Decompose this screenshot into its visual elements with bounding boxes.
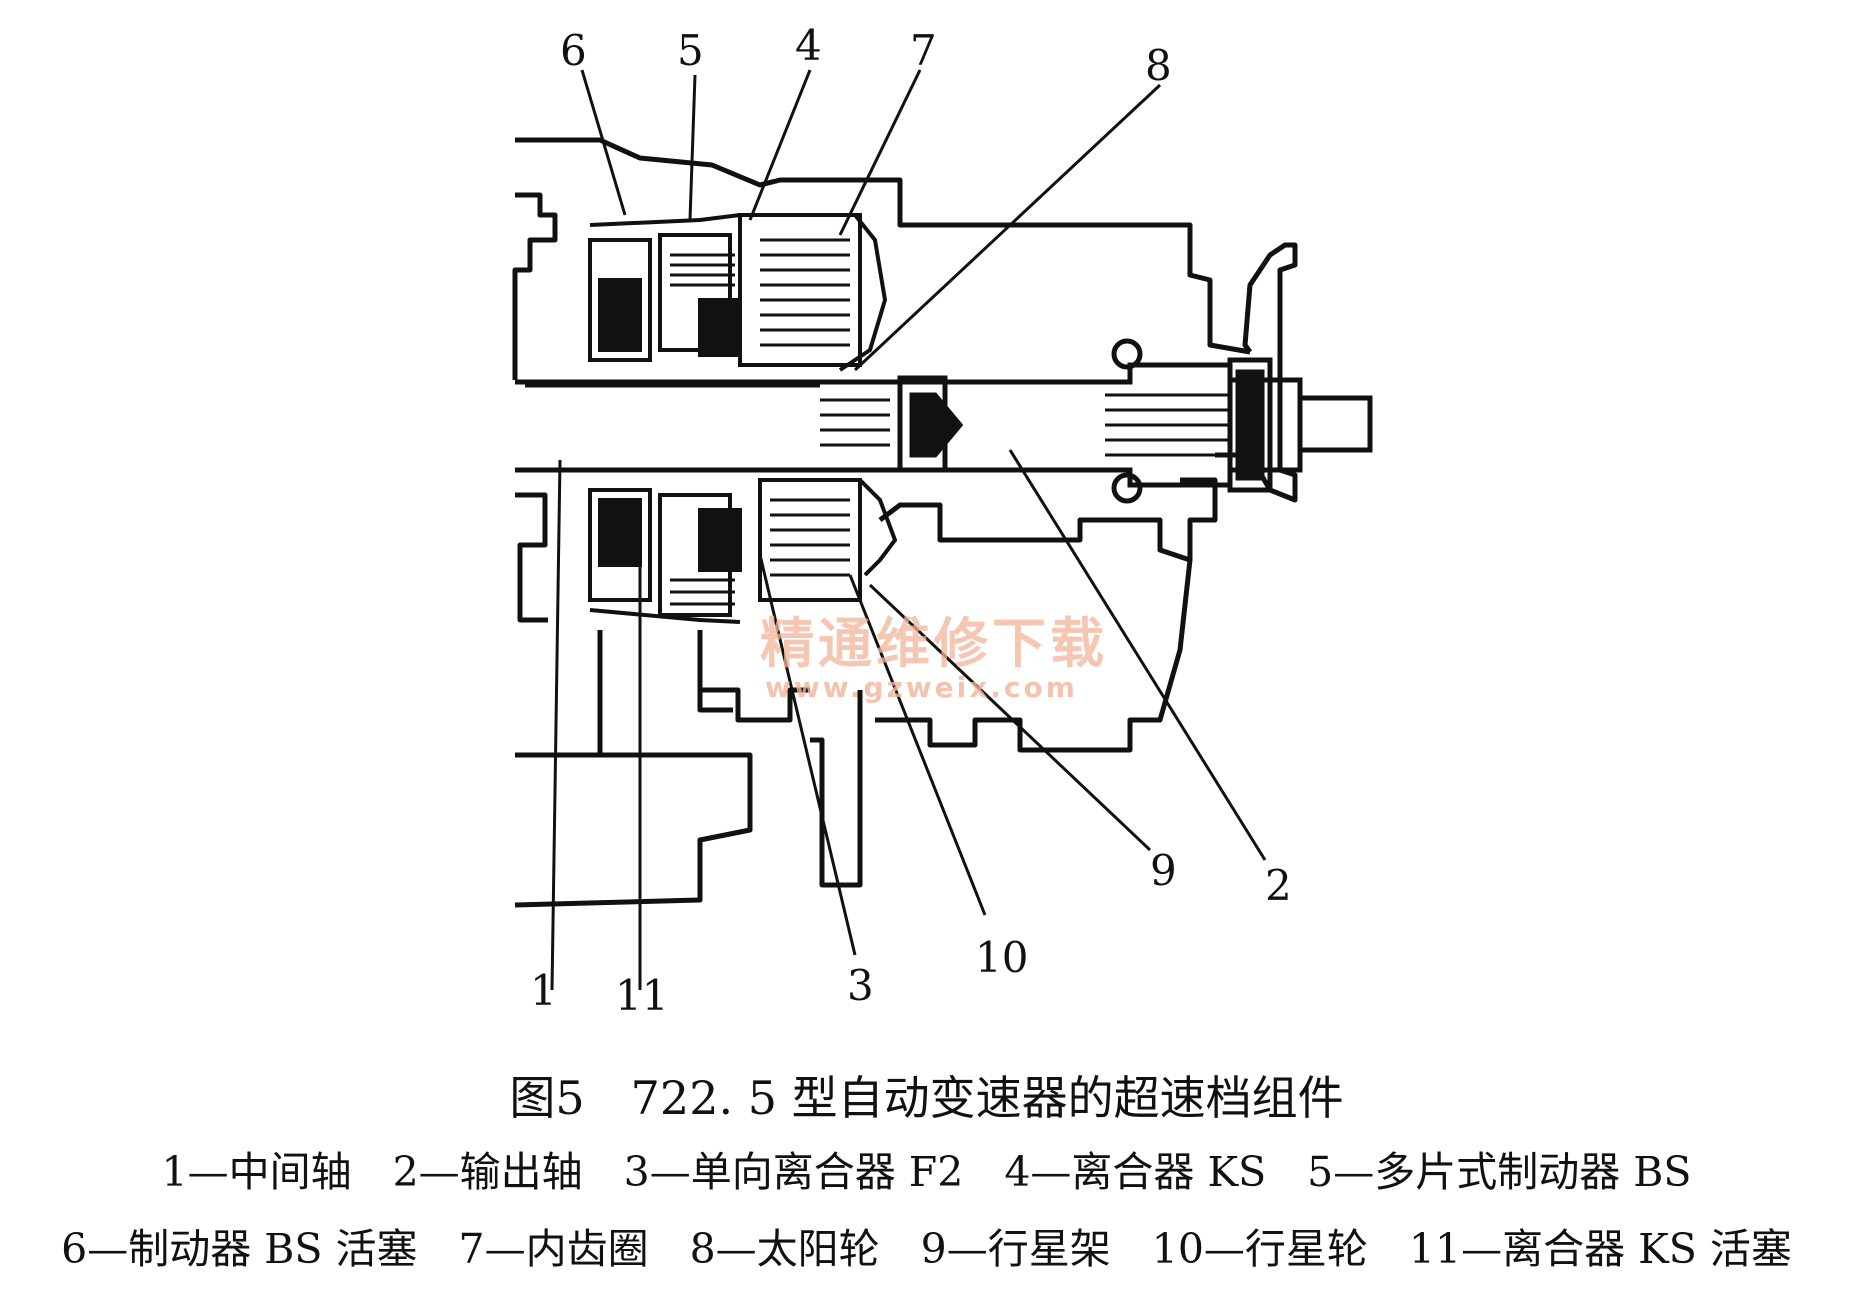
figure-legend-line-2: 6—制动器 BS 活塞 7—内齿圈 8—太阳轮 9—行星架 10—行星轮 11—… [61, 1225, 1792, 1273]
callout-11: 11 [615, 971, 668, 1020]
figure-caption-title: 图5 722. 5 型自动变速器的超速档组件 [509, 1071, 1344, 1125]
shaft [515, 338, 1373, 504]
callout-9: 9 [1150, 846, 1177, 895]
watermark: 精通维修下载 www.gzweix.com [760, 612, 1108, 704]
callout-1: 1 [530, 966, 557, 1015]
callout-6: 6 [560, 26, 587, 75]
callout-2: 2 [1265, 861, 1292, 910]
callout-5: 5 [677, 26, 704, 75]
clutch-brake-pack-lower [588, 478, 898, 624]
callout-labels: 6 5 4 7 8 9 2 10 3 1 11 [530, 21, 1292, 1020]
callout-3: 3 [847, 961, 874, 1010]
callout-4: 4 [795, 21, 822, 70]
callout-7: 7 [910, 26, 937, 75]
watermark-text: 精通维修下载 [760, 612, 1108, 675]
clutch-brake-pack-upper [588, 213, 888, 372]
figure-legend-line-1: 1—中间轴 2—输出轴 3—单向离合器 F2 4—离合器 KS 5—多片式制动器… [161, 1148, 1692, 1196]
callout-10: 10 [975, 933, 1028, 982]
callout-8: 8 [1145, 41, 1172, 90]
leader-lines [550, 69, 1267, 991]
watermark-url: www.gzweix.com [765, 671, 1078, 704]
housing-outline [512, 137, 1298, 908]
